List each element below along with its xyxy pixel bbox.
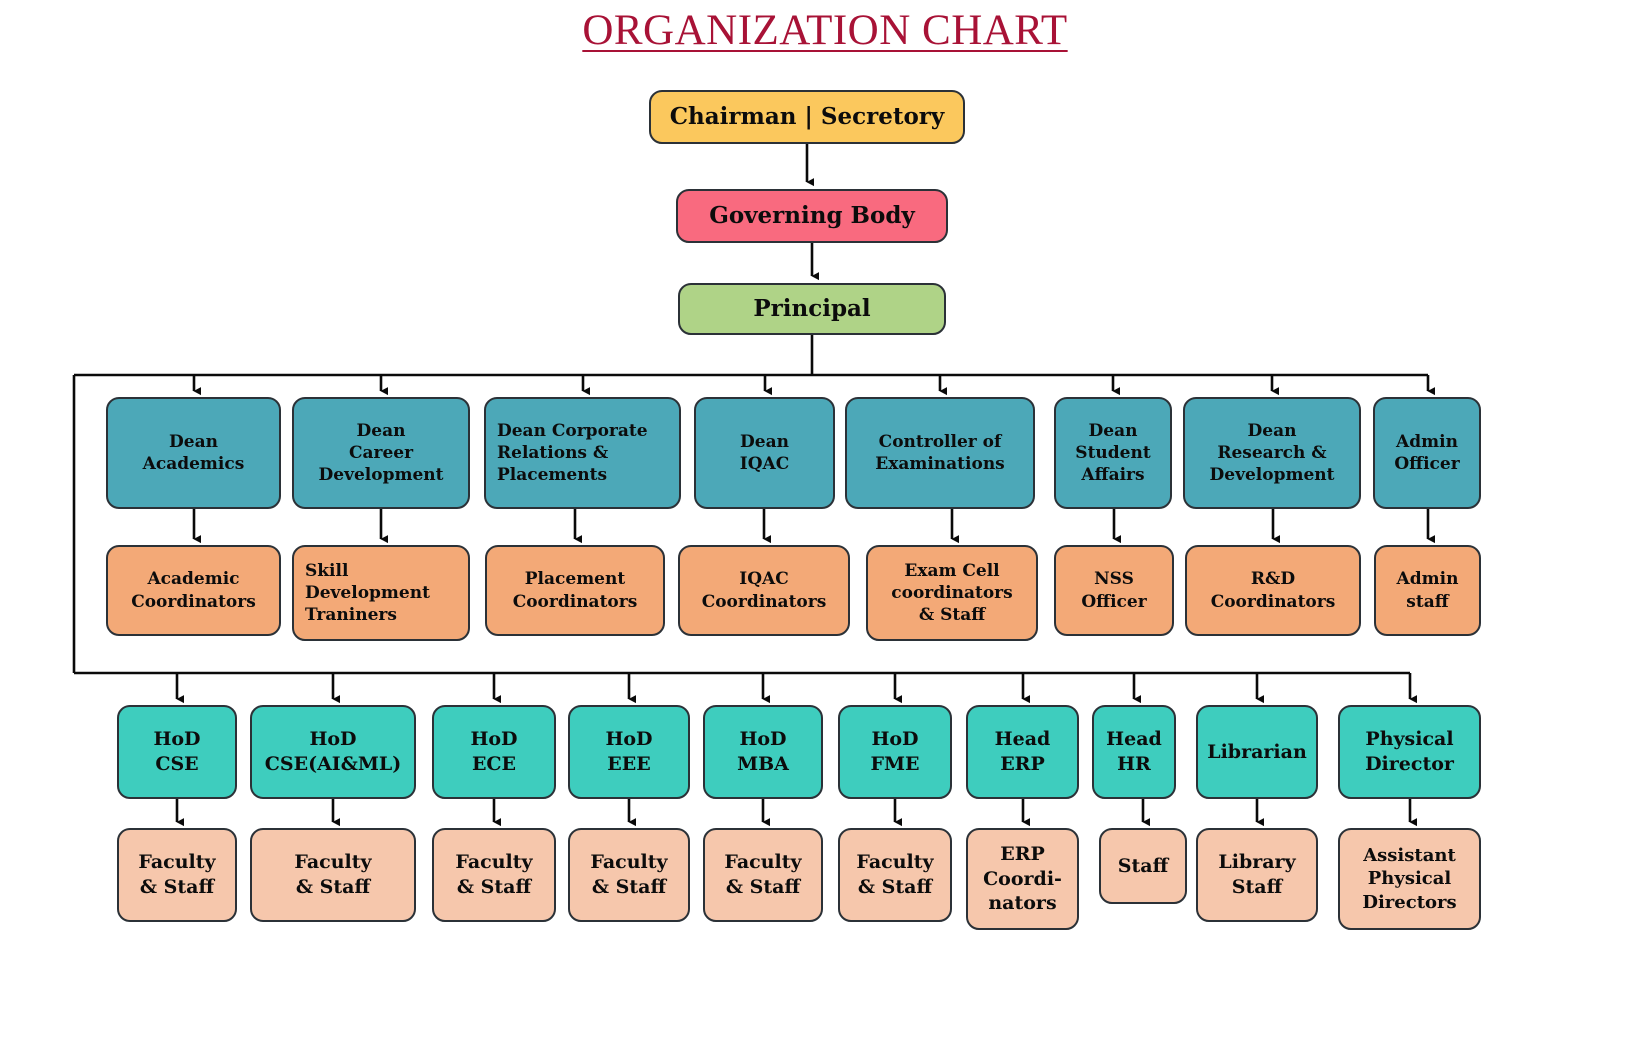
node-coordinator-7[interactable]: Admin staff — [1374, 545, 1481, 636]
node-hod-2[interactable]: HoD ECE — [432, 705, 556, 799]
node-coordinator-2[interactable]: Placement Coordinators — [485, 545, 665, 636]
node-governing-body[interactable]: Governing Body — [676, 189, 948, 243]
node-hod-4[interactable]: HoD MBA — [703, 705, 823, 799]
node-faculty-5[interactable]: Faculty & Staff — [838, 828, 952, 922]
node-hod-0[interactable]: HoD CSE — [117, 705, 237, 799]
node-faculty-7[interactable]: Staff — [1099, 828, 1187, 904]
node-dean-3[interactable]: Dean IQAC — [694, 397, 835, 509]
node-faculty-6[interactable]: ERP Coordi- nators — [966, 828, 1079, 930]
node-coordinator-0[interactable]: Academic Coordinators — [106, 545, 281, 636]
node-faculty-8[interactable]: Library Staff — [1196, 828, 1318, 922]
node-hod-7[interactable]: Head HR — [1092, 705, 1176, 799]
node-hod-3[interactable]: HoD EEE — [568, 705, 690, 799]
node-dean-7[interactable]: Admin Officer — [1373, 397, 1481, 509]
node-dean-6[interactable]: Dean Research & Development — [1183, 397, 1361, 509]
node-dean-5[interactable]: Dean Student Affairs — [1054, 397, 1172, 509]
node-coordinator-1[interactable]: Skill Development Traniners — [292, 545, 470, 641]
node-chairman-secretory[interactable]: Chairman | Secretory — [649, 90, 965, 144]
node-hod-9[interactable]: Physical Director — [1338, 705, 1481, 799]
node-coordinator-5[interactable]: NSS Officer — [1054, 545, 1174, 636]
node-coordinator-4[interactable]: Exam Cell coordinators & Staff — [866, 545, 1038, 641]
node-faculty-0[interactable]: Faculty & Staff — [117, 828, 237, 922]
node-faculty-4[interactable]: Faculty & Staff — [703, 828, 823, 922]
node-dean-1[interactable]: Dean Career Development — [292, 397, 470, 509]
node-coordinator-3[interactable]: IQAC Coordinators — [678, 545, 850, 636]
node-faculty-2[interactable]: Faculty & Staff — [432, 828, 556, 922]
node-faculty-1[interactable]: Faculty & Staff — [250, 828, 416, 922]
node-hod-6[interactable]: Head ERP — [966, 705, 1079, 799]
node-hod-8[interactable]: Librarian — [1196, 705, 1318, 799]
node-dean-4[interactable]: Controller of Examinations — [845, 397, 1035, 509]
node-faculty-9[interactable]: Assistant Physical Directors — [1338, 828, 1481, 930]
node-hod-5[interactable]: HoD FME — [838, 705, 952, 799]
node-dean-2[interactable]: Dean Corporate Relations & Placements — [484, 397, 681, 509]
page-title: ORGANIZATION CHART — [582, 7, 1068, 54]
node-coordinator-6[interactable]: R&D Coordinators — [1185, 545, 1361, 636]
node-faculty-3[interactable]: Faculty & Staff — [568, 828, 690, 922]
node-hod-1[interactable]: HoD CSE(AI&ML) — [250, 705, 416, 799]
node-principal[interactable]: Principal — [678, 283, 946, 335]
node-dean-0[interactable]: Dean Academics — [106, 397, 281, 509]
